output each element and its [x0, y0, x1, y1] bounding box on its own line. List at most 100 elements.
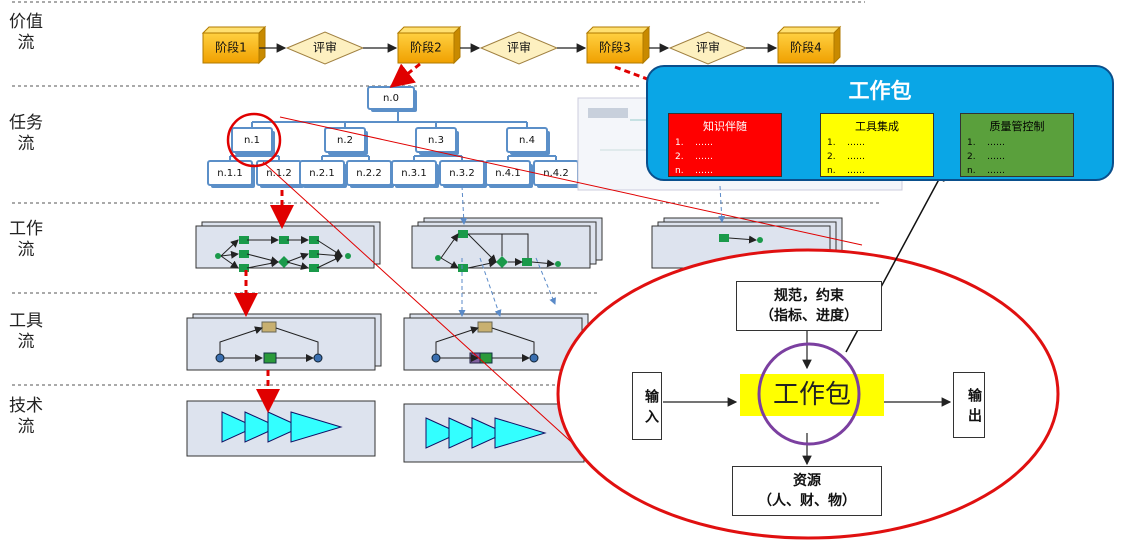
task-node: [299, 160, 345, 186]
start-node: [215, 253, 221, 259]
workflow-edge: [531, 259, 555, 268]
task-node: [391, 160, 437, 186]
task-node-label: n.3.1: [401, 168, 426, 179]
task-node-label: n.2.1: [309, 168, 334, 179]
toolflow-graph: [215, 321, 323, 364]
tech-arrows: [425, 417, 547, 449]
task-node: [415, 127, 457, 153]
task-node-label: n.4.1: [495, 168, 520, 179]
tool-icon: [477, 321, 493, 333]
tool-start: [431, 353, 441, 363]
list-item: n.……: [827, 166, 865, 176]
lane-label-task: 任务流: [9, 113, 43, 154]
zoom-guide-line: [279, 116, 863, 246]
work-package-panel: 工作包 知识伴随 1.…… 2.…… n.…… 工具集成 1.…… 2.…… n…: [646, 65, 1114, 181]
workflow-edge: [728, 235, 757, 244]
lane-label-value: 价值流: [9, 12, 43, 53]
end-node: [555, 261, 561, 267]
end-node: [757, 237, 763, 243]
gateway-node: [496, 256, 508, 268]
list-item: 2.……: [675, 152, 713, 162]
stage-task-link: [389, 62, 421, 88]
task-node: [231, 127, 273, 153]
resource-line1: 资源: [793, 473, 821, 489]
zoom-guide-line: [262, 161, 601, 469]
stage-side: [833, 25, 841, 65]
excel-icon: [263, 352, 277, 364]
highlight-links: [226, 62, 863, 469]
stage-side: [642, 25, 650, 65]
task-node-label: n.2: [337, 135, 353, 146]
resource-box: 资源 （人、财、物）: [732, 466, 882, 516]
toolflow-panel: [403, 317, 583, 371]
lane-label-tech: 技术流: [9, 396, 43, 437]
activity-node: [719, 234, 729, 242]
workflow-edge: [467, 233, 497, 263]
tech-arrow: [448, 417, 484, 449]
tech-arrows: [221, 411, 343, 443]
task-node-label: n.3.2: [449, 168, 474, 179]
workflow-edge: [220, 255, 239, 269]
tech-arrow: [267, 411, 303, 443]
activity-node: [458, 264, 468, 272]
tool-edge: [435, 326, 479, 354]
highlight-circle: [226, 112, 282, 168]
mapping-link: [535, 257, 556, 305]
task-node-label: n.0: [383, 93, 399, 104]
activity-node: [239, 264, 249, 272]
toolflow-graph: [431, 321, 539, 364]
tech-arrow: [244, 411, 280, 443]
list-item: 1.……: [675, 138, 713, 148]
stage-top: [201, 26, 267, 34]
activity-node: [309, 264, 319, 272]
task-node-label: n.4.2: [543, 168, 568, 179]
workflow-graph: [435, 230, 561, 272]
activity-node: [522, 258, 532, 266]
list-item: 2.……: [827, 152, 865, 162]
activity-node: [309, 250, 319, 258]
stage-label: 阶段3: [599, 40, 631, 55]
work-package-title: 工作包: [848, 79, 912, 103]
workflow-edge: [220, 239, 239, 257]
activity-node: [239, 236, 249, 244]
gateway-node: [278, 256, 290, 268]
workflow-graph: [215, 236, 351, 272]
lane-label-tool: 工具流: [9, 311, 43, 352]
output-box: 输出: [953, 372, 985, 438]
workflow-graph: [719, 234, 763, 244]
stage-package-link: [614, 65, 651, 82]
workflow-edge: [246, 259, 279, 269]
stage-top: [396, 26, 462, 34]
stage-side: [453, 25, 461, 65]
workflow-edge: [316, 255, 343, 269]
task-node-label: n.2.2: [356, 168, 381, 179]
workflow-edge: [286, 252, 309, 263]
tech-arrow: [425, 417, 461, 449]
activity-node: [458, 230, 468, 238]
quality-control-title: 质量管控制: [989, 120, 1045, 133]
stage-box: [397, 32, 455, 64]
tech-arrow: [221, 411, 257, 443]
tech-arrow: [290, 411, 343, 443]
task-node: [439, 160, 485, 186]
tool-icon: [261, 321, 277, 333]
workflow-edge: [440, 233, 459, 259]
tech-arrow: [471, 417, 507, 449]
tech-arrow: [494, 417, 547, 449]
task-node-label: n.4: [519, 135, 535, 146]
review-label: 评审: [696, 40, 720, 55]
tool-integration-box: 工具集成 1.…… 2.…… n.……: [820, 113, 934, 177]
stage-label: 阶段4: [790, 40, 822, 55]
task-node-label: n.1.2: [266, 168, 291, 179]
mapping-link: [460, 185, 468, 225]
stage-top: [585, 26, 651, 34]
stage-box: [777, 32, 835, 64]
stage-top: [776, 26, 842, 34]
task-node: [207, 160, 253, 186]
list-item: n.……: [967, 166, 1005, 176]
mapping-link: [479, 257, 502, 317]
tool-end: [529, 353, 539, 363]
tool-integration-title: 工具集成: [855, 120, 899, 133]
